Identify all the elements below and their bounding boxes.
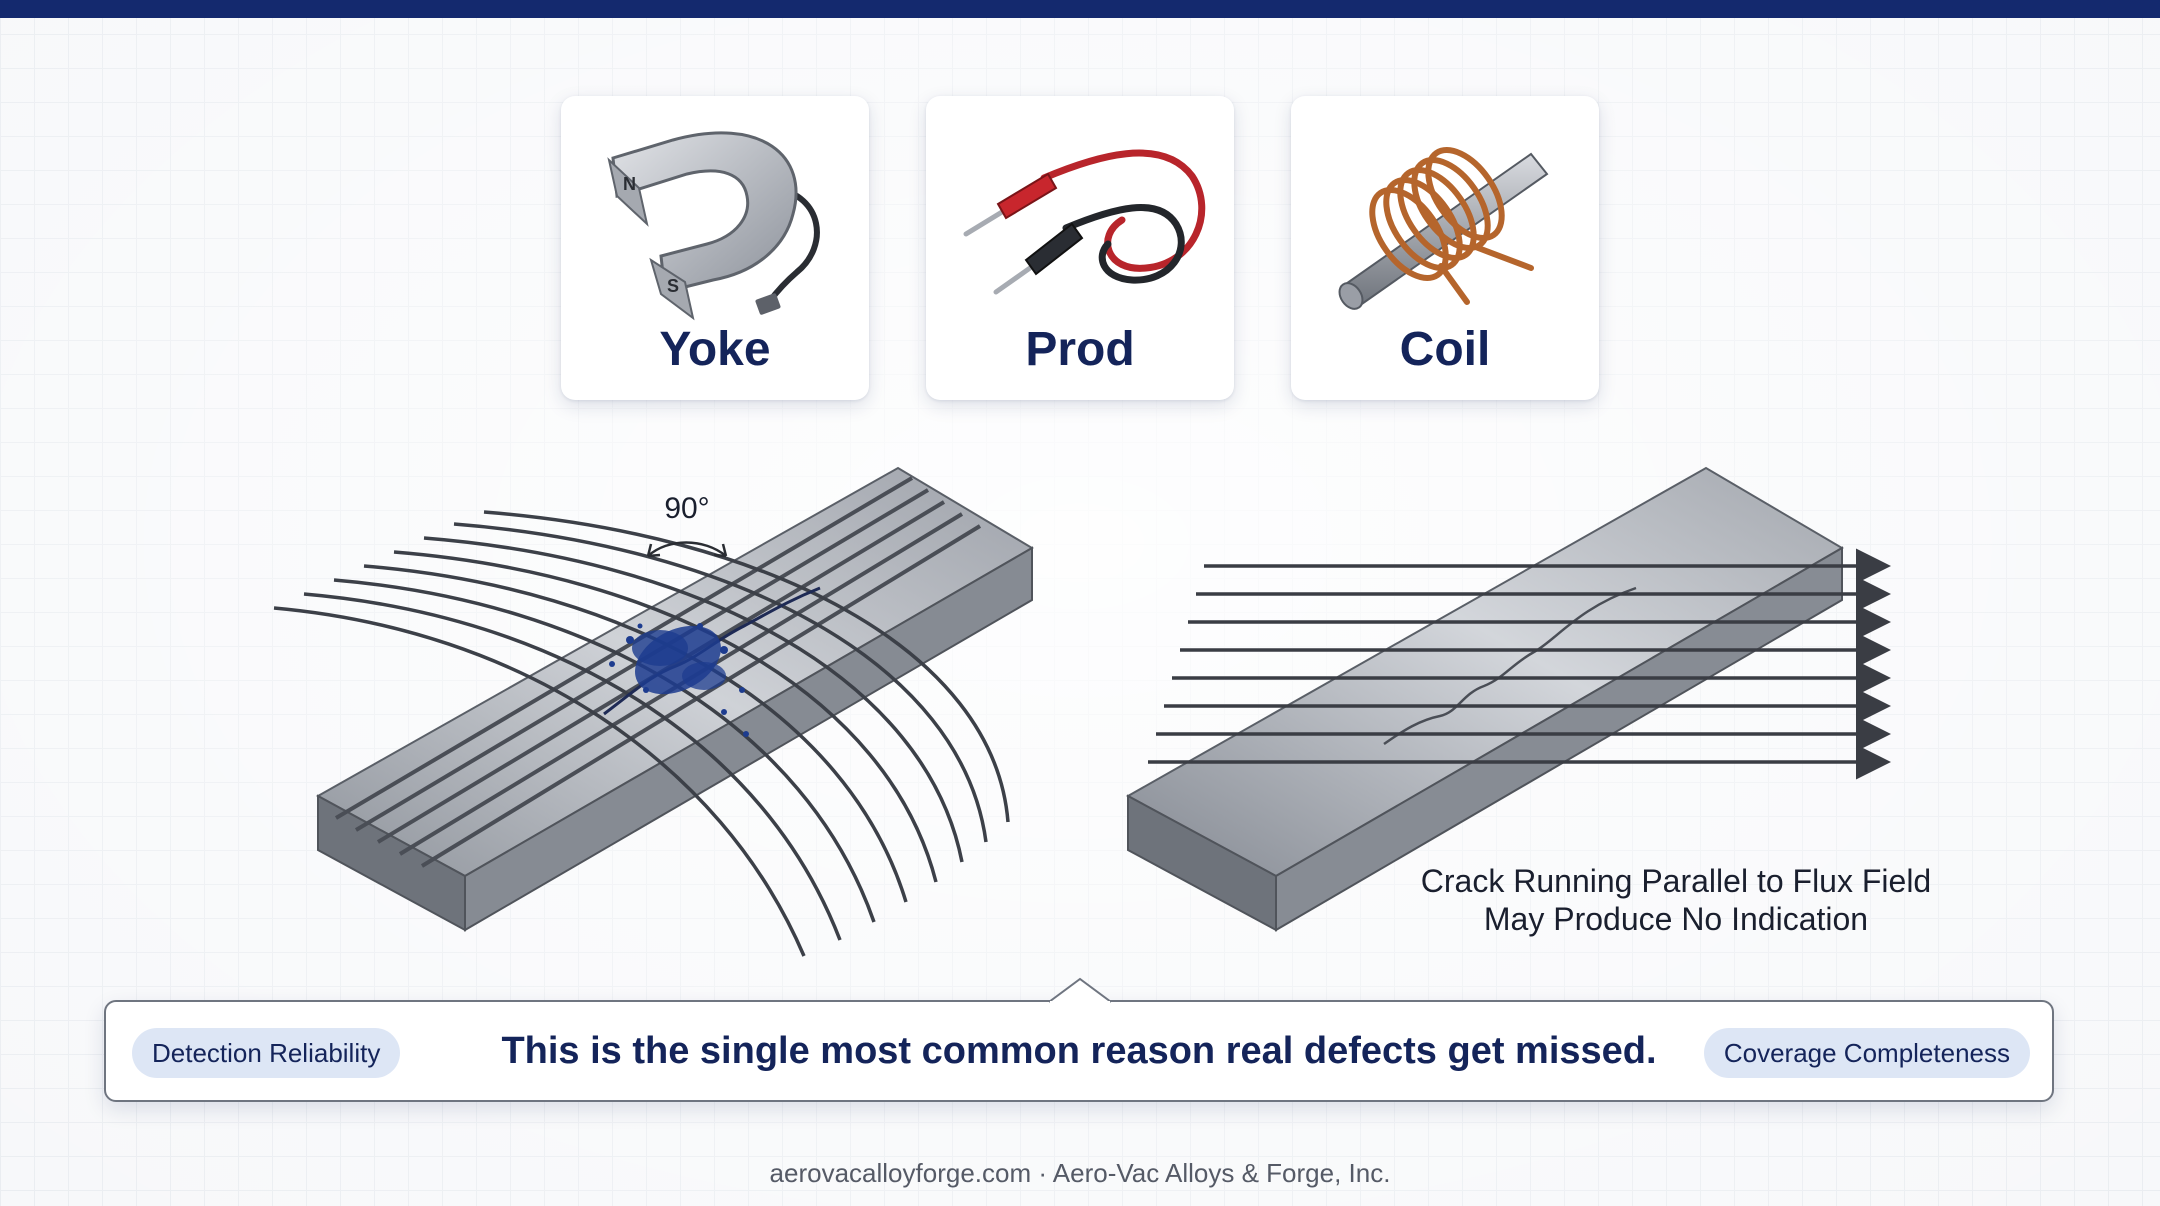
tool-card-prod[interactable]: Prod bbox=[926, 96, 1234, 400]
south-pole-label: S bbox=[667, 276, 679, 296]
right-crack bbox=[1383, 586, 1637, 746]
tool-card-yoke[interactable]: N S Yoke bbox=[561, 96, 869, 400]
parallel-crack-note: Crack Running Parallel to Flux Field May… bbox=[1356, 862, 1996, 938]
note-line-1: Crack Running Parallel to Flux Field bbox=[1420, 863, 1932, 899]
key-message-callout: This is the single most common reason re… bbox=[104, 1000, 2054, 1102]
angle-arc bbox=[647, 541, 727, 557]
left-bar-perpendicular: 90° bbox=[273, 466, 1034, 957]
callout-pointer bbox=[1049, 977, 1111, 1003]
right-flux-arrows bbox=[1148, 548, 1891, 780]
coverage-completeness-pill[interactable]: Coverage Completeness bbox=[1703, 1028, 2030, 1078]
coil-icon bbox=[1338, 147, 1549, 310]
detection-reliability-pill[interactable]: Detection Reliability bbox=[132, 1028, 401, 1078]
right-bar-parallel bbox=[1125, 466, 1891, 932]
left-flux-lines-curved bbox=[273, 510, 1010, 957]
angle-label: 90° bbox=[664, 492, 709, 525]
tool-label-prod: Prod bbox=[1025, 323, 1135, 376]
top-accent-bar bbox=[0, 0, 2160, 18]
note-line-2: May Produce No Indication bbox=[1483, 901, 1869, 937]
north-pole-label: N bbox=[623, 174, 636, 194]
magnetic-particle-indication bbox=[609, 623, 749, 737]
horseshoe-magnet-icon: N S bbox=[607, 131, 820, 321]
tool-label-yoke: Yoke bbox=[659, 323, 771, 376]
footer-attribution: aerovacalloyforge.com · Aero-Vac Alloys … bbox=[769, 1158, 1391, 1188]
tool-label-coil: Coil bbox=[1399, 323, 1491, 376]
callout-message: This is the single most common reason re… bbox=[501, 1030, 1657, 1072]
tool-card-coil[interactable]: Coil bbox=[1291, 96, 1599, 400]
test-prods-icon bbox=[963, 149, 1206, 295]
